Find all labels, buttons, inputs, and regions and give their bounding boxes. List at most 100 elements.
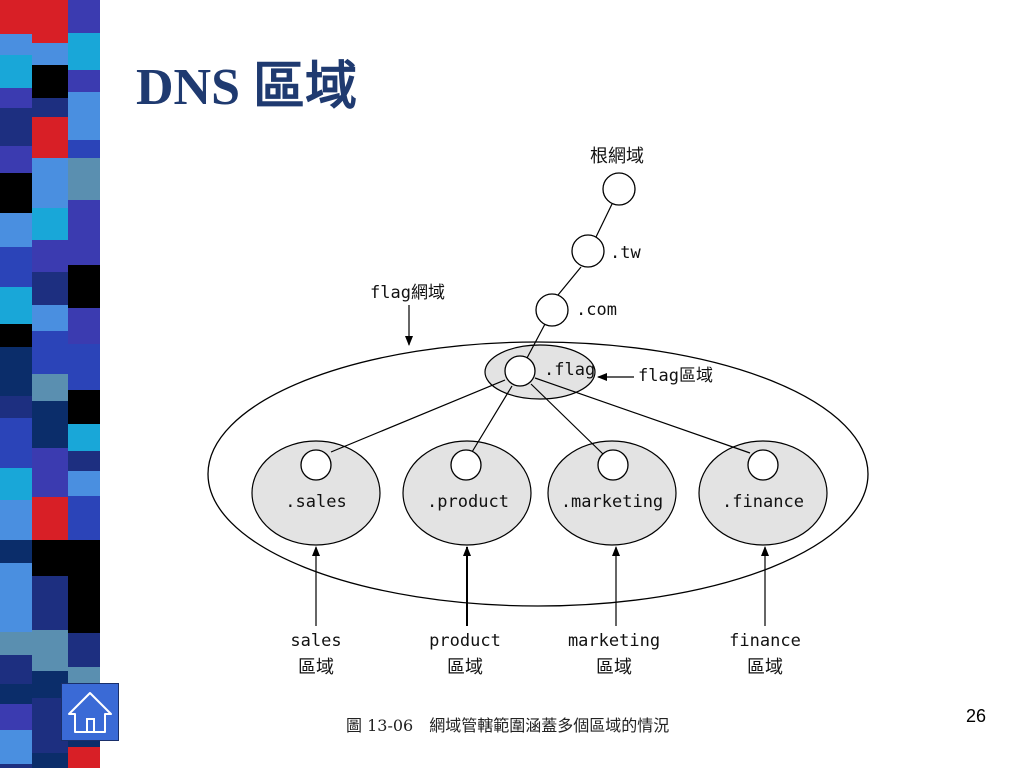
stripe-block bbox=[32, 0, 68, 43]
stripe-block bbox=[0, 146, 32, 173]
stripe-block bbox=[68, 633, 100, 667]
sales-caption-top: sales bbox=[290, 631, 341, 651]
flag-label: .flag bbox=[544, 360, 595, 380]
tw-node bbox=[571, 234, 605, 268]
marketing-zone-label: .marketing bbox=[561, 492, 663, 512]
stripe-block bbox=[0, 88, 32, 108]
finance-zone-label: .finance bbox=[722, 492, 804, 512]
product-zone-label: .product bbox=[427, 492, 509, 512]
stripe-block bbox=[68, 602, 100, 633]
stripe-block bbox=[68, 390, 100, 424]
stripe-block bbox=[0, 563, 32, 596]
stripe-block bbox=[32, 540, 68, 576]
edge-root-tw bbox=[595, 203, 613, 238]
stripe-block bbox=[68, 667, 100, 685]
page-number: 26 bbox=[966, 706, 987, 726]
product-caption-bottom: 區域 bbox=[447, 657, 483, 678]
stripe-block bbox=[68, 344, 100, 390]
stripe-block bbox=[68, 240, 100, 265]
flag-domain-ellipse bbox=[207, 341, 869, 607]
flag-domain-label: flag網域 bbox=[370, 283, 445, 303]
stripe-block bbox=[32, 272, 68, 305]
sales-node bbox=[300, 449, 332, 481]
stripe-block bbox=[32, 43, 68, 65]
finance-node bbox=[747, 449, 779, 481]
edge-flag-product bbox=[471, 385, 513, 453]
stripe-block bbox=[0, 500, 32, 540]
stripe-block bbox=[32, 698, 68, 716]
stripe-block bbox=[68, 747, 100, 768]
stripe-block bbox=[68, 92, 100, 140]
finance-zone-ellipse bbox=[698, 440, 828, 546]
edge-flag-sales bbox=[330, 379, 506, 453]
stripe-block bbox=[0, 0, 32, 34]
stripe-block bbox=[68, 471, 100, 496]
marketing-caption-top: marketing bbox=[568, 631, 660, 651]
stripe-block bbox=[0, 468, 32, 500]
flag-zone-label: flag區域 bbox=[638, 366, 713, 386]
tree-edges bbox=[330, 203, 751, 456]
stripe-block bbox=[68, 496, 100, 540]
stripe-block bbox=[0, 55, 32, 88]
stripe-block bbox=[32, 98, 68, 117]
stripe-block bbox=[0, 704, 32, 730]
com-node bbox=[535, 293, 569, 327]
stripe-block bbox=[0, 540, 32, 563]
stripe-block bbox=[0, 418, 32, 468]
stripe-block bbox=[0, 287, 32, 324]
stripe-block bbox=[0, 173, 32, 213]
stripe-block bbox=[68, 158, 100, 200]
stripe-block bbox=[68, 265, 100, 288]
edge-tw-com bbox=[557, 266, 582, 296]
stripe-block bbox=[32, 158, 68, 208]
stripe-block bbox=[0, 34, 32, 55]
stripe-block bbox=[0, 247, 32, 287]
stripe-block bbox=[0, 764, 32, 768]
slide-title: DNS 區域 bbox=[136, 59, 358, 116]
root-label: 根網域 bbox=[590, 146, 644, 167]
com-label: .com bbox=[576, 300, 617, 320]
marketing-zone-ellipse bbox=[547, 440, 677, 546]
stripe-block bbox=[32, 753, 68, 768]
stripe-block bbox=[0, 684, 32, 704]
stripe-block bbox=[68, 540, 100, 563]
stripe-block bbox=[32, 305, 68, 331]
stripe-block bbox=[0, 396, 32, 418]
stripe-block bbox=[32, 497, 68, 540]
stripe-block bbox=[68, 140, 100, 158]
stripe-block bbox=[68, 33, 100, 70]
stripe-block bbox=[32, 65, 68, 98]
stripe-block bbox=[68, 424, 100, 451]
stripe-block bbox=[32, 401, 68, 448]
marketing-caption-bottom: 區域 bbox=[596, 657, 632, 678]
stripe-block bbox=[0, 730, 32, 764]
stripe-block bbox=[68, 200, 100, 240]
sales-caption-bottom: 區域 bbox=[298, 657, 334, 678]
product-node bbox=[450, 449, 482, 481]
stripe-block bbox=[0, 655, 32, 684]
stripe-block bbox=[0, 347, 32, 396]
figure-caption: 圖 13-06 網域管轄範圍涵蓋多個區域的情況 bbox=[346, 716, 670, 735]
product-caption-top: product bbox=[429, 631, 501, 651]
home-button[interactable] bbox=[61, 683, 119, 741]
decorative-stripe-bar bbox=[0, 0, 100, 768]
root-node bbox=[602, 172, 636, 206]
stripe-block bbox=[0, 108, 32, 146]
sales-zone-ellipse bbox=[251, 440, 381, 546]
stripe-block bbox=[32, 331, 68, 374]
stripe-block bbox=[68, 308, 100, 344]
stripe-block bbox=[0, 324, 32, 347]
edge-com-flag bbox=[526, 323, 546, 359]
stripe-block bbox=[68, 0, 100, 33]
marketing-node bbox=[597, 449, 629, 481]
finance-caption-top: finance bbox=[729, 631, 801, 651]
stripe-block bbox=[32, 630, 68, 671]
stripe-block bbox=[68, 70, 100, 92]
stripe-block bbox=[68, 563, 100, 602]
stripe-block bbox=[0, 632, 32, 655]
stripe-block bbox=[32, 605, 68, 630]
home-icon bbox=[68, 692, 112, 733]
finance-caption-bottom: 區域 bbox=[747, 657, 783, 678]
edge-flag-marketing bbox=[530, 383, 605, 456]
